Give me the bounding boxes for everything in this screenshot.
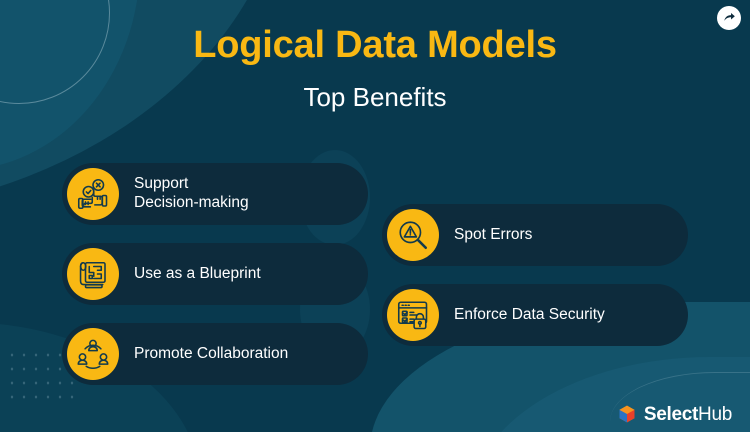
page-title: Logical Data Models [193,24,557,66]
decision-hands-icon [67,168,119,220]
page-subtitle: Top Benefits [303,82,447,112]
logo-brand-light: Hub [698,403,732,425]
benefit-label: Support Decision-making [134,175,249,211]
benefit-pill-enforce-data-security[interactable]: Enforce Data Security [382,284,688,346]
selecthub-cube-icon [619,405,635,423]
logo-brand-bold: Select [643,403,699,425]
collaboration-people-icon [67,328,119,380]
header: Logical Data Models Top Benefits [0,26,750,110]
selecthub-logo[interactable]: SelectHub [617,404,732,424]
benefit-label: Promote Collaboration [134,344,289,362]
selecthub-wordmark: SelectHub [644,405,732,424]
browser-lock-icon [387,289,439,341]
benefit-pill-use-as-blueprint[interactable]: Use as a Blueprint [62,243,368,305]
blueprint-icon [67,248,119,300]
share-button[interactable] [717,6,741,30]
benefit-pill-spot-errors[interactable]: Spot Errors [382,204,688,266]
benefit-label: Spot Errors [454,225,533,243]
benefit-pill-support-decision-making[interactable]: Support Decision-making [62,163,368,225]
share-arrow-icon [724,13,735,21]
magnifier-warning-icon [387,209,439,261]
benefit-pill-promote-collaboration[interactable]: Promote Collaboration [62,323,368,385]
benefit-label: Enforce Data Security [454,305,605,323]
benefit-label: Use as a Blueprint [134,264,261,282]
